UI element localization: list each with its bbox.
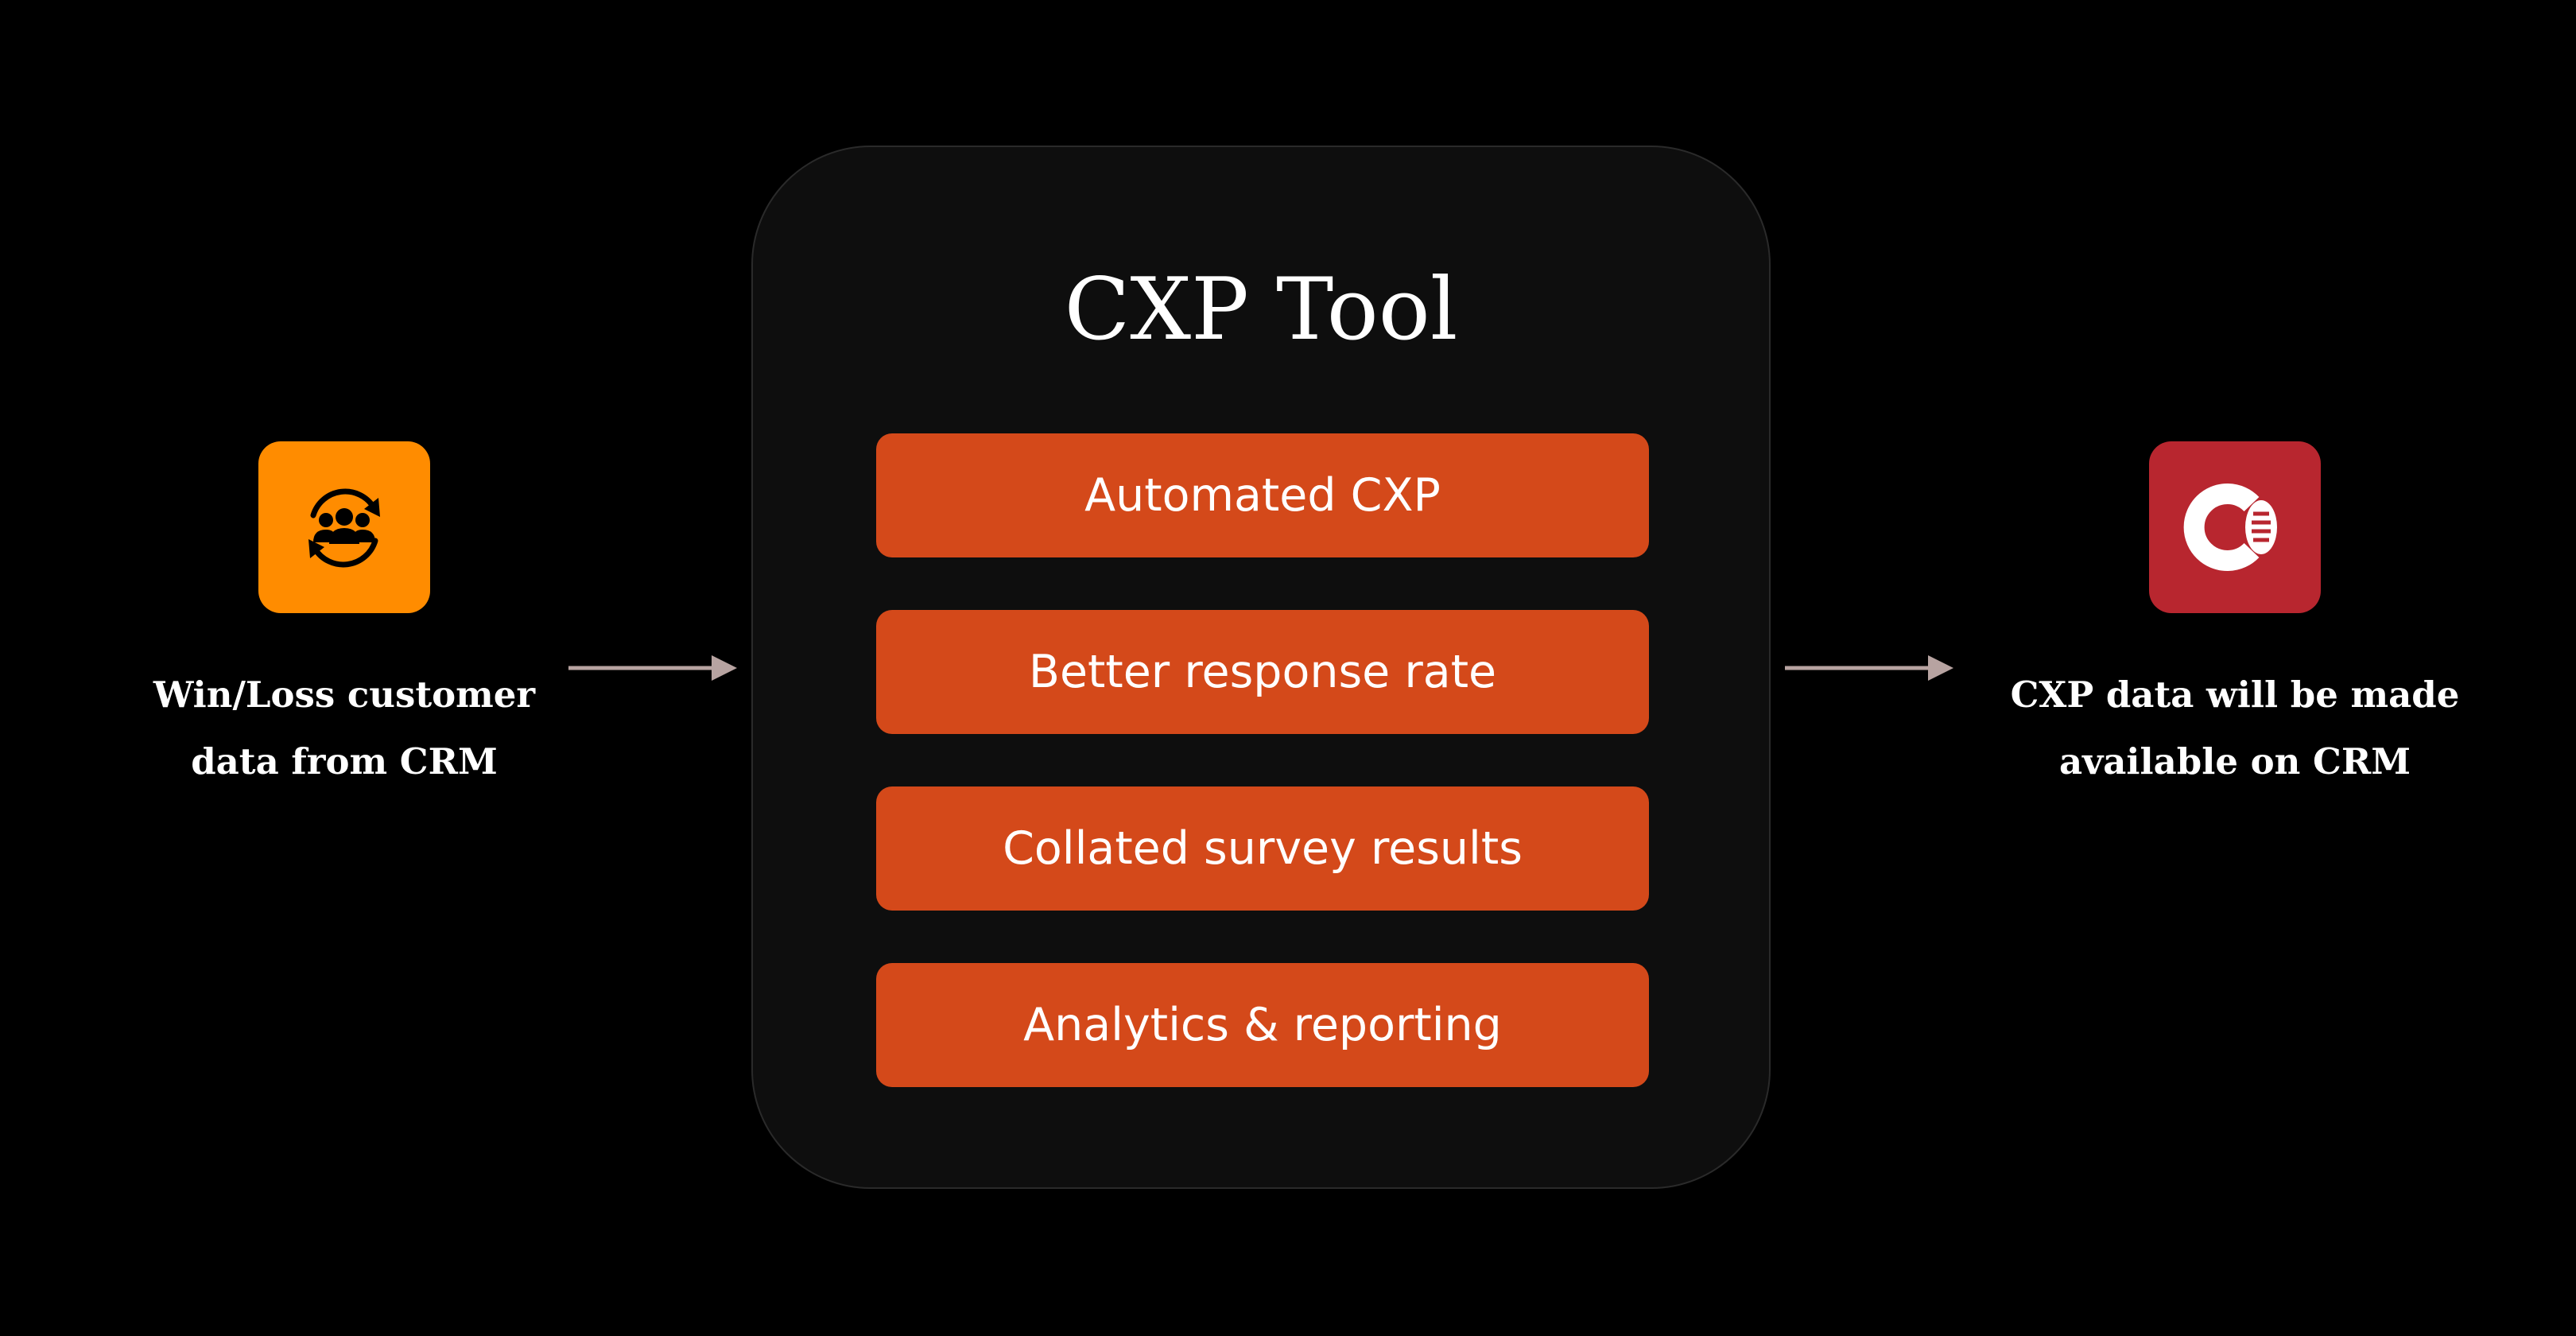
arrow-right-icon bbox=[568, 655, 737, 681]
source-label: Win/Loss customer data from CRM bbox=[90, 662, 599, 795]
crm-logo-icon bbox=[2183, 484, 2277, 571]
feature-collated-survey-results: Collated survey results bbox=[876, 786, 1649, 911]
source-label-line-2: data from CRM bbox=[191, 740, 498, 783]
target-label: CXP data will be made available on CRM bbox=[1980, 662, 2489, 795]
target-label-line-2: available on CRM bbox=[2058, 740, 2411, 783]
tool-title: CXP Tool bbox=[1064, 260, 1458, 359]
target-label-line-1: CXP data will be made bbox=[2010, 674, 2460, 716]
source-app-icon bbox=[258, 441, 430, 613]
cxp-tool-card: CXP Tool Automated CXP Better response r… bbox=[751, 146, 1771, 1189]
target-app-icon bbox=[2149, 441, 2321, 613]
feature-list: Automated CXP Better response rate Colla… bbox=[876, 433, 1649, 1140]
feature-automated-cxp: Automated CXP bbox=[876, 433, 1649, 557]
arrow-right-icon bbox=[1785, 655, 1953, 681]
feature-analytics-reporting: Analytics & reporting bbox=[876, 963, 1649, 1087]
source-label-line-1: Win/Loss customer bbox=[153, 674, 536, 716]
feature-better-response-rate: Better response rate bbox=[876, 610, 1649, 734]
people-sync-icon bbox=[308, 488, 380, 568]
